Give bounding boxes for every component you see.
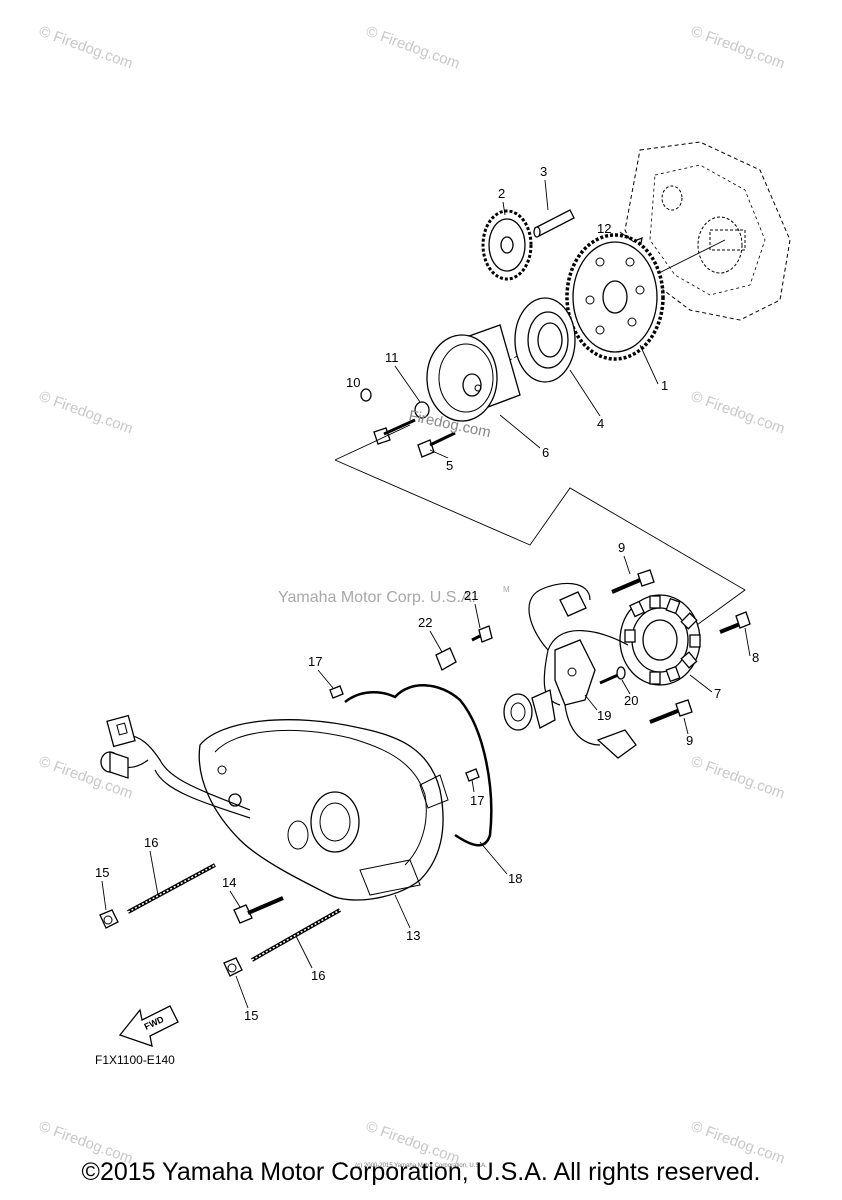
- part-14-bolt: [233, 896, 284, 924]
- part-9-bolt-upper: [611, 569, 655, 594]
- callout-15-lower: 15: [244, 1008, 258, 1023]
- center-watermark: Yamaha Motor Corp. U.S.A.: [278, 589, 476, 606]
- callout-9-lower: 9: [686, 733, 693, 748]
- part-8-bolt: [719, 611, 751, 634]
- callout-21: 21: [464, 588, 478, 603]
- callout-13: 13: [406, 928, 420, 943]
- callout-5: 5: [446, 458, 453, 473]
- part-20-screw: [599, 666, 626, 685]
- callout-15-upper: 15: [95, 865, 109, 880]
- part-1-starter-gear: [565, 233, 665, 361]
- small-credit: (c) 2000-2015 Yamaha Motor Corporation, …: [355, 1163, 487, 1169]
- part-17-dowel-upper: [329, 685, 344, 699]
- callout-12: 12: [597, 221, 611, 236]
- watermark-mid-right: © Firedog.com: [689, 388, 787, 438]
- part-9-bolt-lower: [649, 699, 693, 724]
- part-13-crankcase-cover: [198, 719, 449, 901]
- watermark-top-center: © Firedog.com: [364, 23, 462, 73]
- part-15-nut-lower: [223, 957, 243, 977]
- copyright-notice: ©2015 Yamaha Motor Corporation, U.S.A. A…: [81, 1158, 761, 1186]
- callout-20: 20: [624, 693, 638, 708]
- part-10-washer: [360, 388, 372, 402]
- callout-4: 4: [597, 416, 604, 431]
- part-16-bolt-upper: [127, 863, 216, 914]
- callout-9-upper: 9: [618, 540, 625, 555]
- part-19-pickup-coil: [554, 639, 596, 706]
- callout-11: 11: [385, 350, 399, 365]
- callout-2: 2: [498, 186, 505, 201]
- wire-grommet: [596, 729, 637, 759]
- callout-3: 3: [540, 164, 547, 179]
- callout-8: 8: [752, 650, 759, 665]
- part-3-pin: [533, 209, 575, 238]
- callout-7: 7: [714, 686, 721, 701]
- part-21-bolt: [471, 625, 493, 643]
- fwd-arrow-icon: FWD: [118, 1005, 179, 1047]
- center-watermark-mark: M: [503, 585, 510, 594]
- watermark-top-left: © Firedog.com: [37, 23, 135, 73]
- part-22-clamp: [435, 647, 457, 671]
- callout-16-lower: 16: [311, 968, 325, 983]
- diagram-code: F1X1100-E140: [95, 1053, 175, 1067]
- callout-18: 18: [508, 871, 522, 886]
- callout-17-lower: 17: [470, 793, 484, 808]
- watermark-layer: © Firedog.com © Firedog.com © Firedog.co…: [37, 23, 787, 1168]
- watermark-top-right: © Firedog.com: [689, 23, 787, 73]
- callout-17-upper: 17: [308, 654, 322, 669]
- part-15-nut-upper: [99, 909, 119, 929]
- part-16-bolt-lower: [251, 908, 341, 962]
- harness-connector: [106, 714, 136, 748]
- upper-callouts: 3 2 12 1 4 6 11 10 5: [346, 164, 668, 473]
- callout-19: 19: [597, 708, 611, 723]
- reference-lines: [334, 424, 746, 631]
- part-6-rotor: [426, 324, 521, 422]
- watermark-low-right: © Firedog.com: [689, 753, 787, 803]
- lower-callouts: 9 8 7 9 20 19 21 22 17 17 18 13 16 15 14…: [95, 540, 759, 1023]
- part-2-idle-gear: [481, 209, 533, 281]
- watermark-mid-left: © Firedog.com: [37, 388, 135, 438]
- callout-10: 10: [346, 375, 360, 390]
- callout-6: 6: [542, 445, 549, 460]
- callout-22: 22: [418, 615, 432, 630]
- part-7-stator: [619, 594, 701, 686]
- part-18-gasket: [344, 684, 493, 847]
- callout-1: 1: [661, 378, 668, 393]
- harness-plug: [100, 751, 129, 779]
- part-4-one-way-clutch: [514, 297, 576, 383]
- wire-connector-upper: [559, 591, 587, 617]
- oil-seal: [503, 689, 556, 731]
- part-17-dowel-lower: [465, 768, 480, 782]
- part-5-bolt: [417, 431, 456, 458]
- callout-16-upper: 16: [144, 835, 158, 850]
- part-11-washer: [414, 401, 430, 419]
- callout-14: 14: [222, 875, 236, 890]
